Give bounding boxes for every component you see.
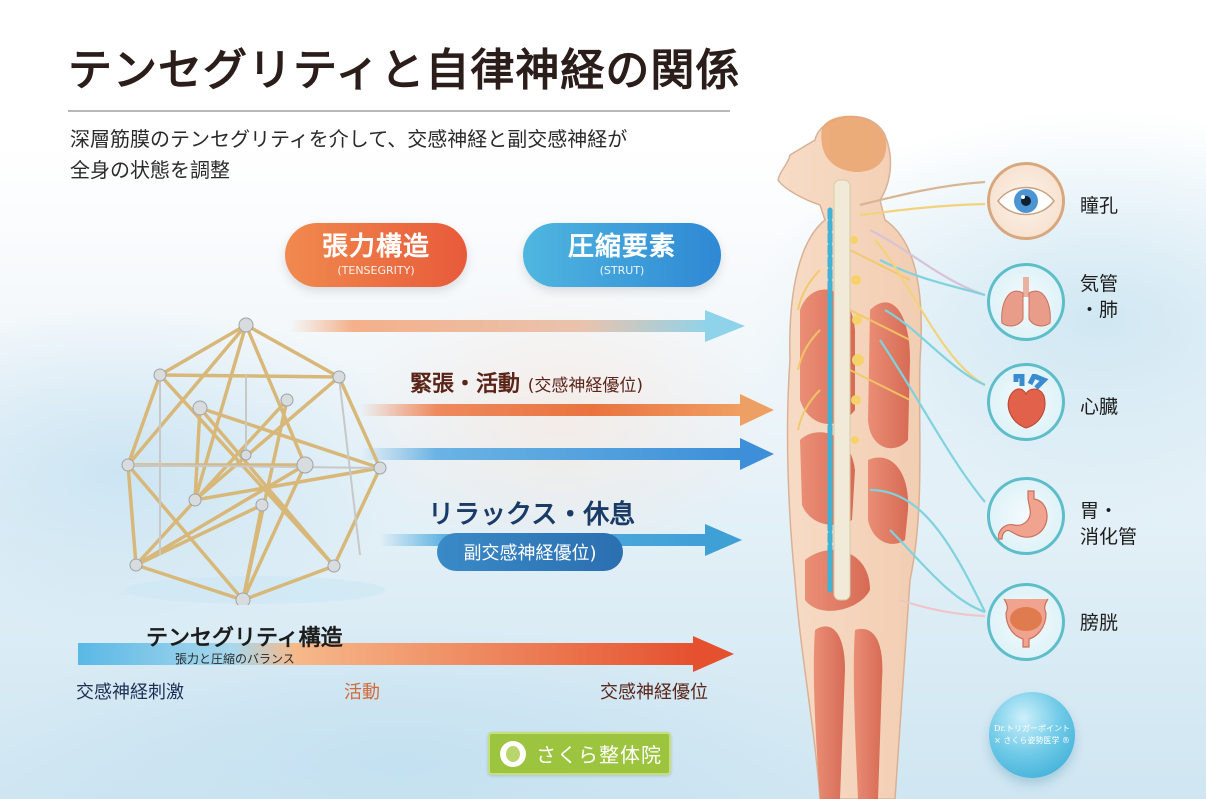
arrow-sympathetic-icon	[360, 392, 780, 428]
watermark-orb: Dr.トリガーポイント × さくら姿勢医学 ®	[989, 692, 1075, 778]
organ-label-heart: 心臓	[1080, 395, 1118, 421]
organ-label-line: ・肺	[1080, 298, 1119, 321]
tension-pill-label: 張力構造	[321, 232, 430, 263]
lungs-icon	[1001, 277, 1051, 327]
title-divider	[68, 110, 730, 112]
clinic-logo: さくら整体院	[488, 732, 671, 775]
eye-icon	[997, 186, 1055, 216]
orb-line-2: × さくら姿勢医学 ®	[994, 736, 1070, 745]
tensegrity-structure-title: テンセグリティ構造	[146, 626, 343, 651]
tensegrity-structure-subtitle: 張力と圧縮のバランス	[175, 652, 295, 666]
organ-label-stomach: 胃・ 消化管	[1080, 499, 1137, 550]
arrow-top-gradient-icon	[290, 306, 750, 346]
strut-pill-label: 圧縮要素	[567, 232, 676, 263]
organ-label-line: 膀胱	[1080, 612, 1119, 634]
tension-activity-text: 緊張・活動	[410, 372, 521, 397]
human-body-anatomy-illustration	[760, 110, 1000, 799]
tension-activity-note: (交感神経優位)	[527, 376, 643, 396]
subtitle-line-2: 全身の状態を調整	[70, 158, 230, 182]
tension-activity-label: 緊張・活動 (交感神経優位)	[410, 366, 643, 398]
organ-label-bladder: 膀胱	[1080, 611, 1118, 637]
page-subtitle: 深層筋膜のテンセグリティを介して、交感神経と副交感神経が 全身の状態を調整	[70, 124, 750, 186]
nerve-pathways-illustration	[840, 160, 1000, 630]
relax-rest-label: リラックス・休息	[428, 500, 636, 530]
heart-icon	[1007, 374, 1049, 429]
subtitle-line-1: 深層筋膜のテンセグリティを介して、交感神経と副交感神経が	[70, 127, 628, 151]
organ-stomach	[987, 477, 1065, 555]
orb-line-1: Dr.トリガーポイント	[994, 724, 1070, 733]
stomach-icon	[998, 490, 1048, 540]
arrow-parasympathetic-icon	[360, 436, 780, 472]
organ-label-pupil: 瞳孔	[1080, 194, 1118, 220]
organ-label-line: 消化管	[1080, 525, 1138, 548]
organ-eye	[987, 162, 1065, 240]
organ-lungs	[987, 263, 1065, 341]
compression-element-pill: 圧縮要素 (STRUT)	[523, 223, 721, 287]
sakura-logo-icon	[500, 740, 526, 767]
tension-structure-pill: 張力構造 (TENSEGRITY)	[285, 223, 467, 287]
organ-label-line: 瞳孔	[1080, 195, 1119, 217]
organ-label-line: 胃・	[1080, 500, 1119, 522]
parasympathetic-pill: 副交感神経優位)	[437, 533, 623, 571]
sympathetic-scale-arrow-icon	[78, 636, 738, 672]
tensegrity-model-illustration	[110, 315, 400, 608]
organ-bladder	[987, 583, 1065, 661]
organ-label-lungs: 気管 ・肺	[1080, 272, 1118, 323]
scale-label-middle: 活動	[344, 682, 380, 703]
bladder-icon	[1003, 598, 1049, 648]
strut-pill-sublabel: (STRUT)	[599, 263, 645, 277]
tension-pill-sublabel: (TENSEGRITY)	[337, 263, 415, 277]
clinic-name: さくら整体院	[536, 743, 662, 767]
scale-label-right: 交感神経優位	[600, 682, 708, 703]
scale-label-left: 交感神経刺激	[76, 682, 184, 703]
organ-label-line: 気管	[1080, 273, 1119, 295]
page-title: テンセグリティと自律神経の関係	[68, 45, 741, 96]
organ-label-line: 心臓	[1080, 396, 1119, 418]
organ-heart	[987, 363, 1065, 441]
